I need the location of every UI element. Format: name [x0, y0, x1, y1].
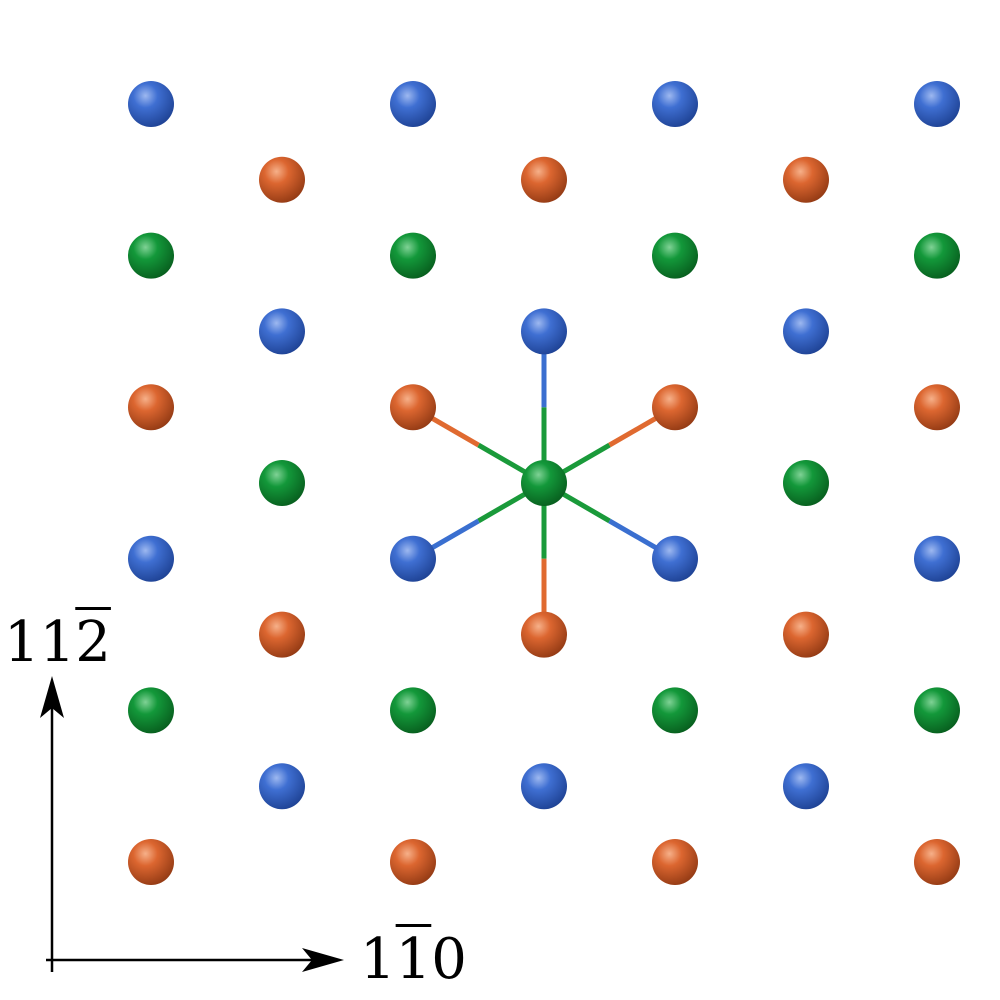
atom-orange — [128, 384, 174, 431]
atom-blue — [390, 535, 436, 582]
atom-green — [652, 232, 698, 279]
atom-orange — [652, 384, 698, 431]
atom-orange — [259, 611, 305, 658]
atom-orange — [652, 839, 698, 885]
axis-label-horizontal-overlined: 1 — [395, 927, 432, 992]
atom-center-green — [521, 460, 567, 506]
atom-blue — [652, 535, 698, 582]
atom-green — [128, 232, 174, 279]
atom-blue — [128, 535, 174, 582]
atom-orange — [914, 384, 960, 431]
atom-blue — [914, 535, 960, 582]
atom-green — [390, 687, 436, 734]
atom-orange — [521, 156, 567, 203]
atom-orange — [128, 839, 174, 885]
atom-orange — [783, 611, 829, 658]
atom-green — [783, 460, 829, 506]
atom-blue — [783, 763, 829, 810]
axis-label-horizontal-suffix: 0 — [431, 927, 467, 992]
axis-label-horizontal-prefix: 1 — [360, 927, 396, 992]
atom-green — [652, 687, 698, 734]
atom-blue — [259, 763, 305, 810]
atom-blue — [783, 308, 829, 355]
axis-vertical-arrowhead — [40, 676, 64, 718]
atom-blue — [521, 308, 567, 355]
atom-blue — [259, 308, 305, 355]
atom-blue — [521, 763, 567, 810]
atom-orange — [783, 156, 829, 203]
atom-orange — [259, 156, 305, 203]
atom-orange — [390, 839, 436, 885]
atom-green — [914, 687, 960, 734]
axis-horizontal-arrowhead — [302, 948, 344, 972]
atom-blue — [652, 81, 698, 127]
atom-orange — [390, 384, 436, 431]
atom-blue — [128, 81, 174, 127]
atom-green — [390, 232, 436, 279]
axes-group — [40, 676, 344, 972]
atom-blue — [390, 81, 436, 127]
atom-green — [259, 460, 305, 506]
axis-label-vertical-prefix: 11 — [4, 610, 76, 675]
atom-green — [128, 687, 174, 734]
axis-label-horizontal: 110 — [360, 932, 467, 988]
axis-label-vertical: 112 — [4, 615, 111, 671]
atoms-group — [128, 81, 960, 885]
atom-orange — [914, 839, 960, 885]
atom-green — [914, 232, 960, 279]
atom-blue — [914, 81, 960, 127]
atom-orange — [521, 611, 567, 658]
axis-label-vertical-overlined: 2 — [75, 610, 111, 675]
